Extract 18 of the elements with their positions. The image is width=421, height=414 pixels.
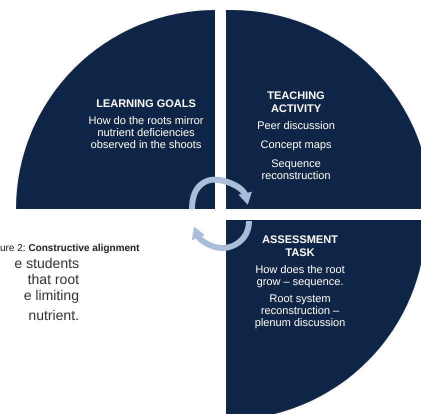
body-text-fragment: e students [14,255,79,271]
body-text-fragment: nutrient. [28,307,79,323]
segment-heading: LEARNING GOALS [96,98,196,111]
quarter-circle-segment [226,220,421,414]
segment-heading: ASSESSMENT TASK [261,234,339,260]
body-text-fragment: that root [28,271,79,287]
segment-text: Peer discussion [257,120,335,132]
segment-text: How does the root grow – sequence. [254,264,346,288]
curved-arrow [192,220,252,251]
segment-text: How do the roots mirror nutrient deficiencies observed in the shoots [88,115,204,151]
segment-heading: TEACHING ACTIVITY [266,90,326,116]
segment-text: Sequence reconstruction [260,158,332,182]
segment-text: Concept maps [260,139,332,151]
segment-text: Root system reconstruction – plenum discussion [254,293,346,329]
body-text-fragment: e limiting [24,287,79,303]
figure-caption: ure 2: Constructive alignment [0,243,140,254]
curved-arrow [189,176,252,210]
quarter-circle-segment [226,10,421,209]
